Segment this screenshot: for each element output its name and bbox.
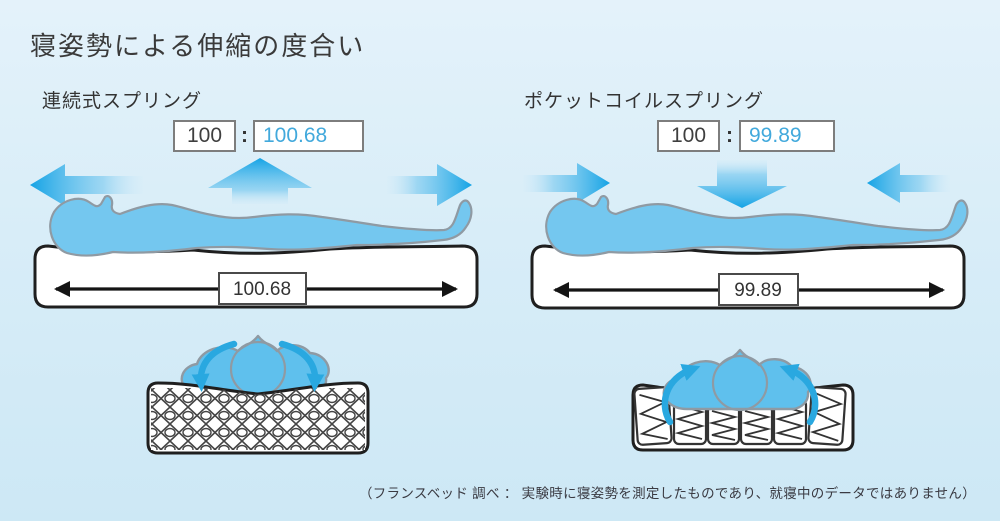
flow-arrow-down-right-icon	[278, 340, 325, 392]
continuous-spring-cross-section	[146, 334, 370, 455]
page-title: 寝姿勢による伸縮の度合い	[30, 31, 366, 61]
left-section-label: 連続式スプリング	[42, 91, 203, 112]
compress-arrow-left-icon	[867, 163, 950, 203]
measurement-left-value: 100.68	[233, 279, 291, 300]
expand-arrow-left-icon	[30, 164, 143, 206]
right-ratio-base-box: 100	[657, 120, 720, 152]
expand-arrow-up-icon	[208, 158, 312, 204]
compress-arrow-right-icon	[523, 163, 610, 203]
measurement-right: 99.89	[553, 273, 945, 306]
left-ratio-base-box: 100	[173, 120, 236, 152]
expand-arrow-right-icon	[387, 164, 472, 206]
flow-arrow-up-left-icon	[661, 363, 701, 426]
measurement-left: 100.68	[54, 272, 458, 305]
measurement-right-value: 99.89	[734, 280, 782, 301]
continuous-coil-mesh	[151, 388, 365, 450]
source-footnote: （フランスベッド 調べ ： 実験時に寝姿勢を測定したものであり、就寝中のデータで…	[358, 486, 976, 501]
pocket-coil-cross-section	[631, 348, 855, 452]
flow-arrow-up-right-icon	[779, 363, 819, 426]
right-ratio-colon: :	[726, 124, 733, 147]
right-ratio-value-box: 99.89	[739, 120, 835, 152]
continuous-spring-figure: 100.68	[30, 158, 479, 309]
flow-arrow-down-left-icon	[191, 340, 238, 392]
left-ratio-value-box: 100.68	[253, 120, 364, 152]
pocket-coil-figure: 99.89	[523, 160, 969, 310]
left-ratio-colon: :	[241, 124, 248, 147]
compress-arrow-down-icon	[697, 160, 787, 208]
body-weight-blob-right	[662, 348, 812, 412]
right-section-label: ポケットコイルスプリング	[524, 91, 765, 112]
